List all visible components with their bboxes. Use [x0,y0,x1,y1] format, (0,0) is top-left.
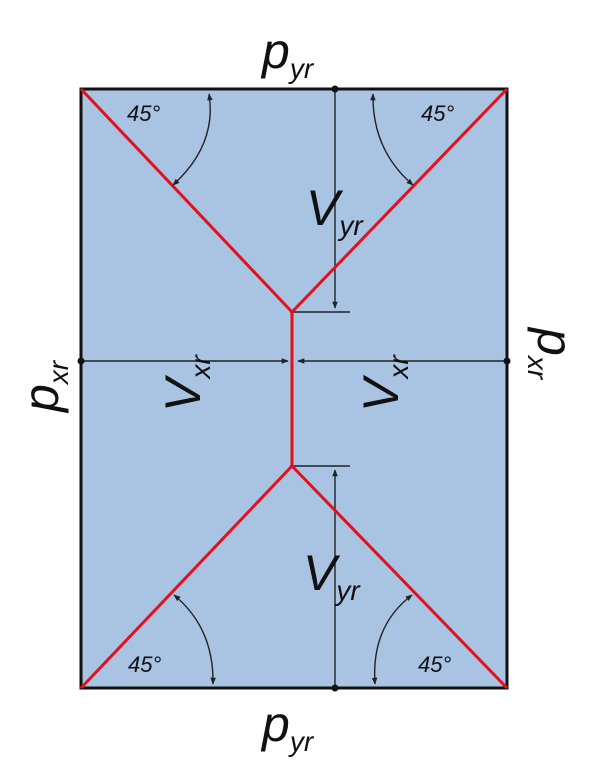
v-right-sub: xr [383,354,414,381]
angle-label-bl: 45° [128,652,161,677]
p-top-sub: yr [288,53,315,84]
p-bottom-sub: yr [288,726,315,757]
angle-arc-tr [370,93,414,186]
dimension-lines [81,89,507,688]
v-bottom-sub: yr [334,575,361,606]
p-top-main: p [260,23,290,79]
v-top-label: Vyr [306,180,364,241]
p-bottom-main: p [260,696,290,752]
dot-right [503,357,511,365]
slab-panel [79,87,509,690]
v-right-main: V [353,374,409,412]
midpoint-dots [77,85,511,692]
v-bottom-main: V [303,545,341,601]
angle-label-tl: 45° [127,101,160,126]
p-right-sub: xr [522,354,553,381]
angle-label-br: 45° [418,652,451,677]
v-top-sub: yr [337,210,364,241]
angle-arc-tl [172,93,213,186]
p-bottom-label: pyr [260,696,315,757]
p-left-sub: xr [43,359,74,386]
p-right-label: pxr [522,326,583,381]
v-top-main: V [306,180,344,236]
dot-top [331,85,339,93]
p-top-label: pyr [260,23,315,84]
dot-left [77,357,85,365]
angle-arc-bl [173,594,216,685]
v-left-main: V [155,374,211,412]
dot-bottom [331,684,339,692]
angle-arcs [172,93,414,685]
angle-arc-br [371,594,413,685]
v-left-label: Vxr [155,354,216,412]
angle-label-tr: 45° [421,101,454,126]
v-bottom-label: Vyr [303,545,361,606]
p-right-main: p [527,326,583,356]
yield-line-bottom [79,463,509,690]
p-left-label: pxr [13,359,74,414]
v-right-label: Vxr [353,354,414,412]
p-left-main: p [13,384,69,414]
yield-lines [79,87,509,690]
v-left-sub: xr [185,354,216,381]
